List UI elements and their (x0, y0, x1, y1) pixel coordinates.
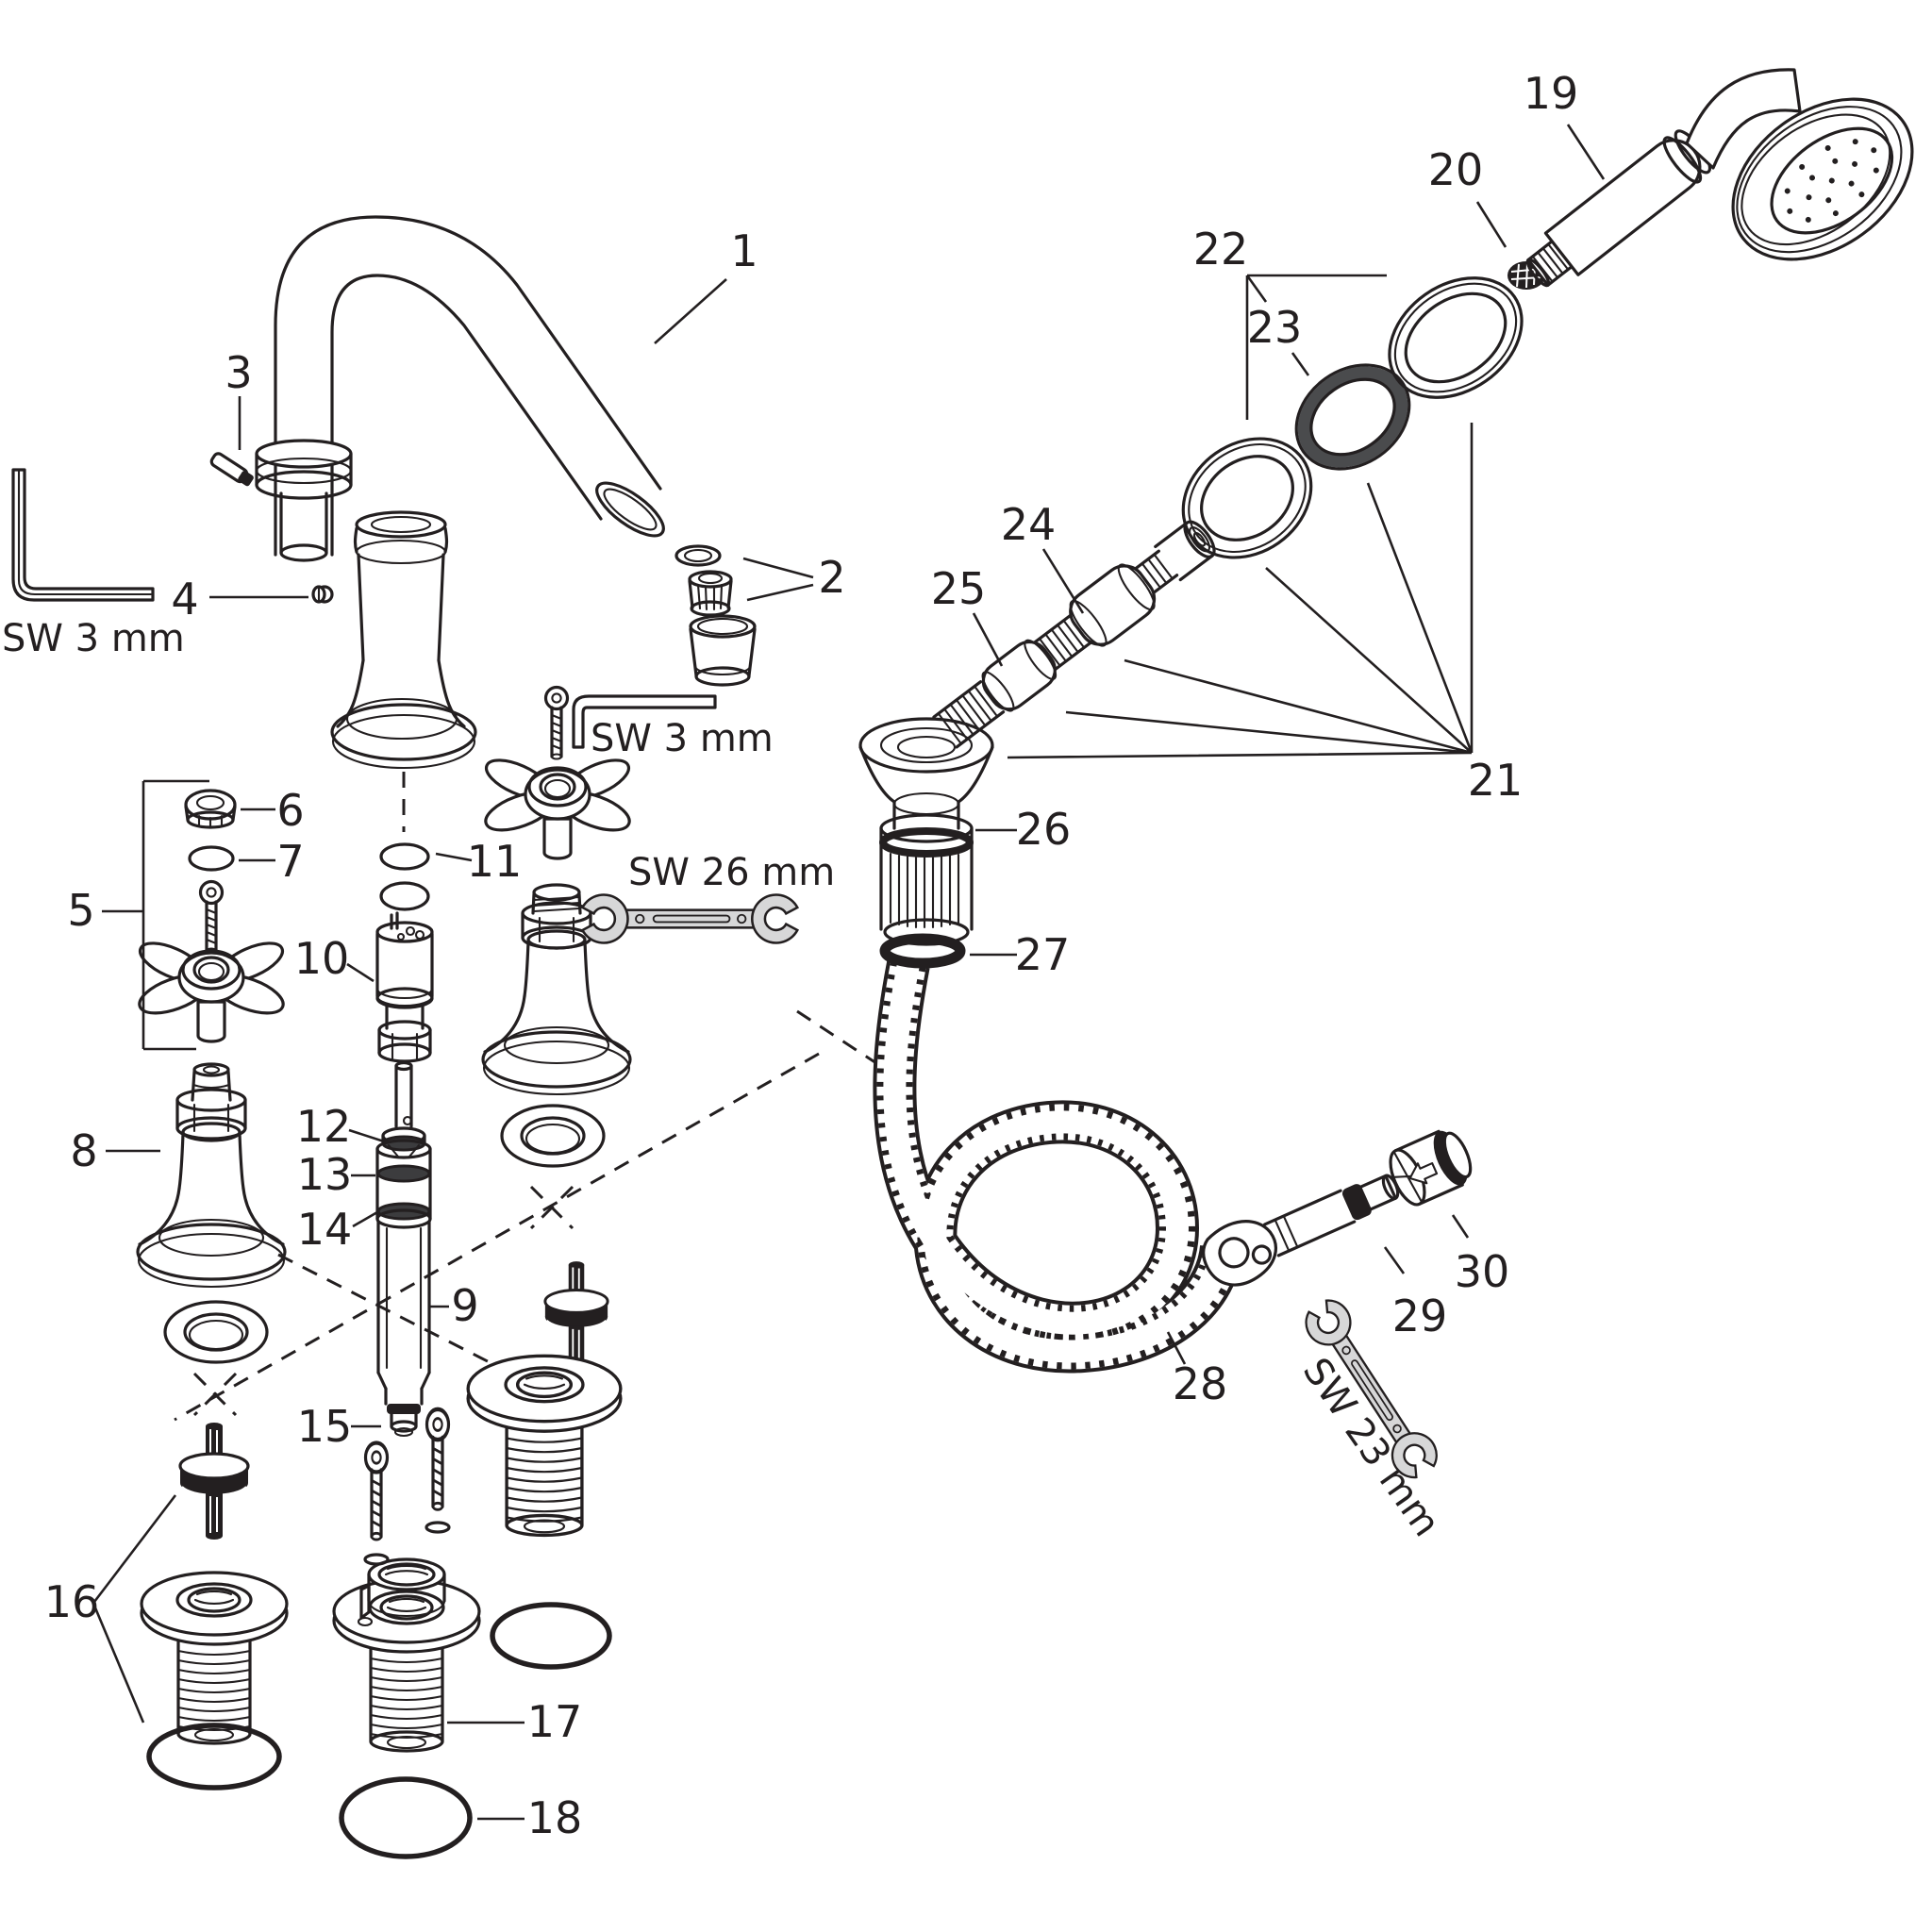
part-label-1: 1 (730, 225, 758, 276)
part-label-19: 19 (1524, 68, 1579, 119)
part-label-3: 3 (225, 347, 252, 398)
handle-screw-left (198, 879, 225, 956)
cartridge (375, 911, 434, 1063)
part-label-5: 5 (67, 885, 94, 936)
set-screw (311, 585, 334, 604)
valve-left (136, 1062, 287, 1364)
hose-spindle-right (543, 1259, 609, 1371)
small-o-ring-1 (363, 1553, 390, 1566)
part-label-21: 21 (1468, 755, 1524, 806)
cartridge-o-rings (379, 842, 430, 911)
part-label-29: 29 (1392, 1291, 1448, 1341)
allen-key-small-2 (572, 694, 717, 749)
mounting-screw-1 (366, 1442, 388, 1540)
deck-dashed-line-3 (796, 1009, 905, 1083)
cross-handle-left (133, 934, 290, 1043)
part-label-14: 14 (297, 1204, 353, 1255)
part-label-26: 26 (1016, 804, 1072, 855)
aerator-set (675, 544, 757, 687)
part-label-7: 7 (276, 836, 304, 887)
part-labels: 1 2 3 4 5 6 7 8 9 10 11 12 13 14 15 16 1… (44, 68, 1579, 1843)
part-label-8: 8 (70, 1125, 97, 1176)
locking-ring (357, 1557, 446, 1627)
part-label-30: 30 (1455, 1246, 1510, 1297)
wrench-sw26 (581, 893, 799, 944)
part-label-6: 6 (276, 785, 304, 836)
part-label-9: 9 (451, 1280, 478, 1331)
part-label-12: 12 (296, 1101, 352, 1152)
break-mark-2 (192, 1372, 238, 1417)
allen-key-small-1 (11, 468, 155, 602)
valve-right (481, 883, 632, 1168)
part-label-20: 20 (1428, 144, 1484, 195)
tool-label-sw26: SW 26 mm (628, 851, 835, 894)
hose-spindle-left (178, 1421, 250, 1541)
part-label-17: 17 (527, 1696, 583, 1747)
spout-base-socket (330, 510, 477, 832)
deck-dashed-line-2 (277, 1253, 529, 1384)
seal-ring-small (1181, 437, 1313, 559)
hose-riser (932, 520, 1216, 749)
deck-dashed-line-1 (174, 1052, 820, 1422)
part-label-23: 23 (1247, 302, 1303, 353)
part-label-18: 18 (527, 1792, 583, 1843)
mounting-shank-left (140, 1571, 289, 1745)
valve-sleeve-tube (376, 1220, 431, 1438)
small-o-ring-2 (425, 1521, 451, 1534)
part-label-22: 22 (1193, 224, 1249, 275)
valve-stem (375, 1060, 432, 1229)
part-label-16: 16 (44, 1576, 100, 1627)
holder-grip (879, 813, 974, 969)
part-label-11: 11 (467, 836, 523, 887)
handle-o-ring (188, 845, 235, 872)
break-mark-1 (529, 1185, 575, 1230)
mounting-screw-2 (427, 1409, 449, 1509)
base-o-ring-left (146, 1723, 282, 1790)
tool-label-sw3-right: SW 3 mm (591, 717, 774, 760)
tool-label-sw3-left: SW 3 mm (2, 617, 185, 660)
part-label-10: 10 (294, 933, 350, 984)
check-valve (1389, 1129, 1473, 1207)
part-label-27: 27 (1015, 929, 1071, 980)
part-label-15: 15 (297, 1401, 353, 1452)
part-label-28: 28 (1173, 1358, 1228, 1409)
handle-screw-right (543, 685, 570, 761)
leader-lines (92, 124, 1606, 1821)
pin (209, 452, 254, 487)
base-o-ring-middle (339, 1776, 473, 1859)
spout (255, 215, 665, 562)
hose-end-fitting (1202, 1174, 1400, 1287)
part-label-13: 13 (297, 1149, 353, 1200)
mounting-shank-middle (332, 1578, 481, 1753)
mounting-shank-right (466, 1354, 623, 1538)
handle-cap (184, 789, 237, 829)
shower-hose (873, 959, 1243, 1374)
seal-ring-large (1388, 276, 1524, 399)
base-o-ring-right (490, 1602, 612, 1670)
seal-ring-dark (1294, 363, 1411, 471)
part-label-2: 2 (818, 552, 845, 603)
part-label-4: 4 (171, 574, 198, 625)
part-label-25: 25 (931, 563, 987, 614)
part-label-24: 24 (1001, 499, 1057, 550)
hand-shower (1525, 68, 1914, 288)
